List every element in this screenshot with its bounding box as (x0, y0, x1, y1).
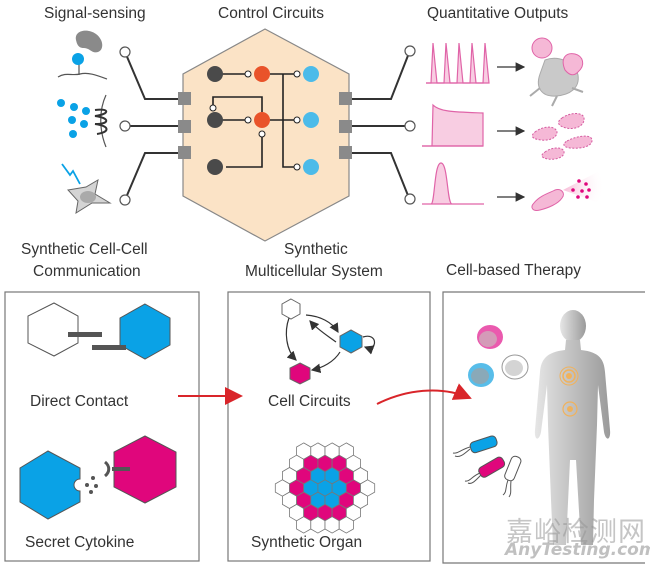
communication-title-line1: Synthetic Cell-Cell (21, 241, 148, 258)
multicellular-title-line1: Synthetic (284, 241, 348, 258)
multicellular-title-line2: Multicellular System (245, 263, 383, 280)
organ-cell (296, 516, 312, 534)
output-port-2 (404, 120, 416, 132)
pulse-waveform-icon (422, 162, 484, 205)
input-wires (124, 51, 181, 201)
io-pads (178, 92, 352, 159)
therapy-title: Cell-based Therapy (446, 262, 581, 279)
input-port-3 (119, 194, 131, 206)
control-circuit-hexagon (182, 28, 350, 242)
cell-killing-icon (529, 37, 584, 107)
input-nodes (207, 66, 223, 175)
oscillation-waveform-icon (426, 42, 490, 84)
output-nodes (303, 66, 319, 175)
signal-sensing-title: Signal-sensing (44, 5, 146, 22)
multicellular-panel (227, 291, 431, 562)
therapeutic-bacteria-icon (452, 435, 522, 498)
output-port-3 (404, 193, 416, 205)
human-body-icon (534, 310, 611, 545)
red-arrow-to-therapy (376, 383, 472, 405)
logic-nodes (254, 66, 270, 128)
output-wires (352, 52, 410, 199)
direct-contact-label: Direct Contact (30, 393, 129, 410)
communication-title-line2: Communication (33, 263, 141, 280)
direct-contact-illustration (27, 302, 171, 360)
watermark-chinese: 嘉峪检测网 (506, 517, 646, 548)
cell-circuits-illustration (281, 298, 376, 385)
secret-cytokine-label: Secret Cytokine (25, 534, 135, 551)
synthetic-organ-illustration (274, 442, 376, 534)
organ-cell (310, 516, 326, 534)
differentiated-cells-icon (531, 113, 593, 160)
communication-panel (4, 291, 200, 562)
secreting-cell-icon (531, 168, 605, 211)
gpcr-molecules-icon (57, 94, 108, 148)
input-port-2 (119, 120, 131, 132)
therapeutic-cells-icon (468, 325, 529, 387)
control-circuits-title: Control Circuits (218, 5, 324, 22)
sustained-response-waveform-icon (422, 103, 484, 147)
circuit-node-endpoints (209, 70, 301, 171)
watermark-latin: AnyTesting.com (505, 540, 650, 560)
secret-cytokine-illustration (19, 435, 177, 520)
therapy-panel (442, 291, 645, 564)
cell-circuits-label: Cell Circuits (268, 393, 351, 410)
input-port-1 (119, 46, 131, 58)
quantitative-outputs-title: Quantitative Outputs (427, 5, 569, 22)
output-port-1 (404, 45, 416, 57)
synthetic-organ-label: Synthetic Organ (251, 534, 363, 551)
organ-cell (324, 516, 340, 534)
ligand-receptor-icon (57, 30, 108, 80)
organ-cell (338, 516, 354, 534)
stimulus-cell-icon (61, 163, 112, 215)
